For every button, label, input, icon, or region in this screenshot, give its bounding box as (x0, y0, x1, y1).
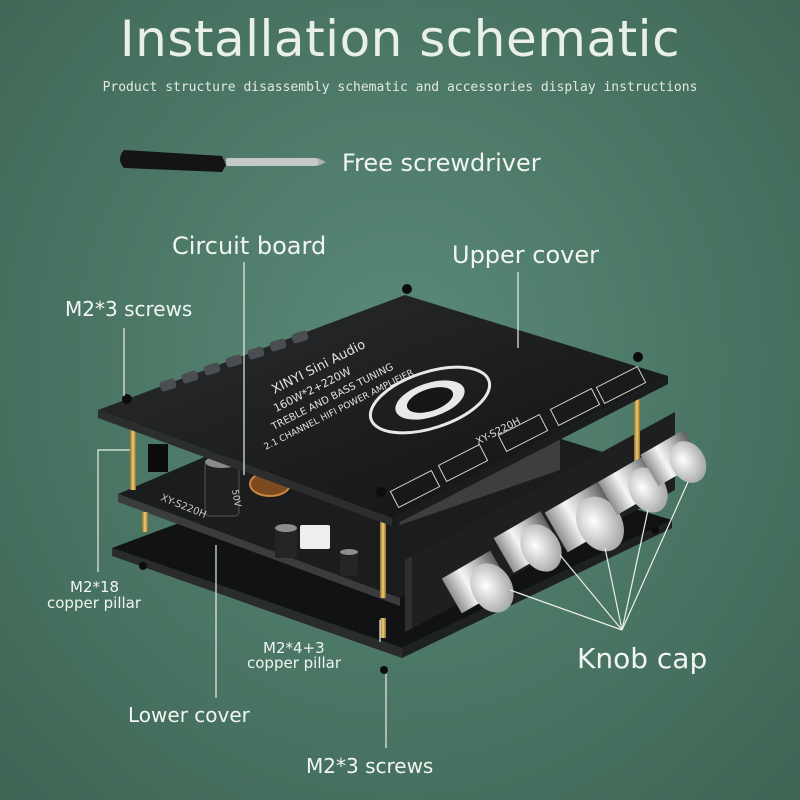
knob-cap-5 (640, 429, 707, 487)
label-m2x4-type: copper pillar (247, 654, 342, 672)
label-knob-cap: Knob cap (577, 642, 708, 675)
label-m2x18-type: copper pillar (47, 594, 142, 612)
copper-pillars-long (130, 392, 640, 598)
page-title: Installation schematic (119, 10, 681, 68)
screwdriver (120, 150, 326, 172)
label-m2x3-screws-bottom: M2*3 screws (306, 754, 434, 778)
label-m2x18-size: M2*18 (70, 578, 120, 596)
label-free-screwdriver: Free screwdriver (342, 149, 541, 177)
label-upper-cover: Upper cover (452, 241, 600, 269)
knob-cap-1 (441, 550, 514, 614)
capacitor-rating: 50V (229, 489, 242, 509)
label-m2x3-screws-top: M2*3 screws (65, 297, 193, 321)
knob-cap-3 (544, 481, 624, 553)
page-subtitle: Product structure disassembly schematic … (102, 80, 698, 95)
screws (122, 284, 659, 674)
knob-caps (441, 429, 707, 614)
leader-lines (97, 262, 689, 748)
copper-pillars-short (142, 512, 386, 638)
label-m2x4-size: M2*4+3 (263, 639, 325, 657)
upper-cover: XINYI Sini Audio 160W*2+220W TREBLE AND … (98, 295, 668, 526)
label-lower-cover: Lower cover (128, 703, 250, 727)
label-circuit-board: Circuit board (172, 232, 327, 260)
knob-cap-2 (493, 511, 562, 573)
